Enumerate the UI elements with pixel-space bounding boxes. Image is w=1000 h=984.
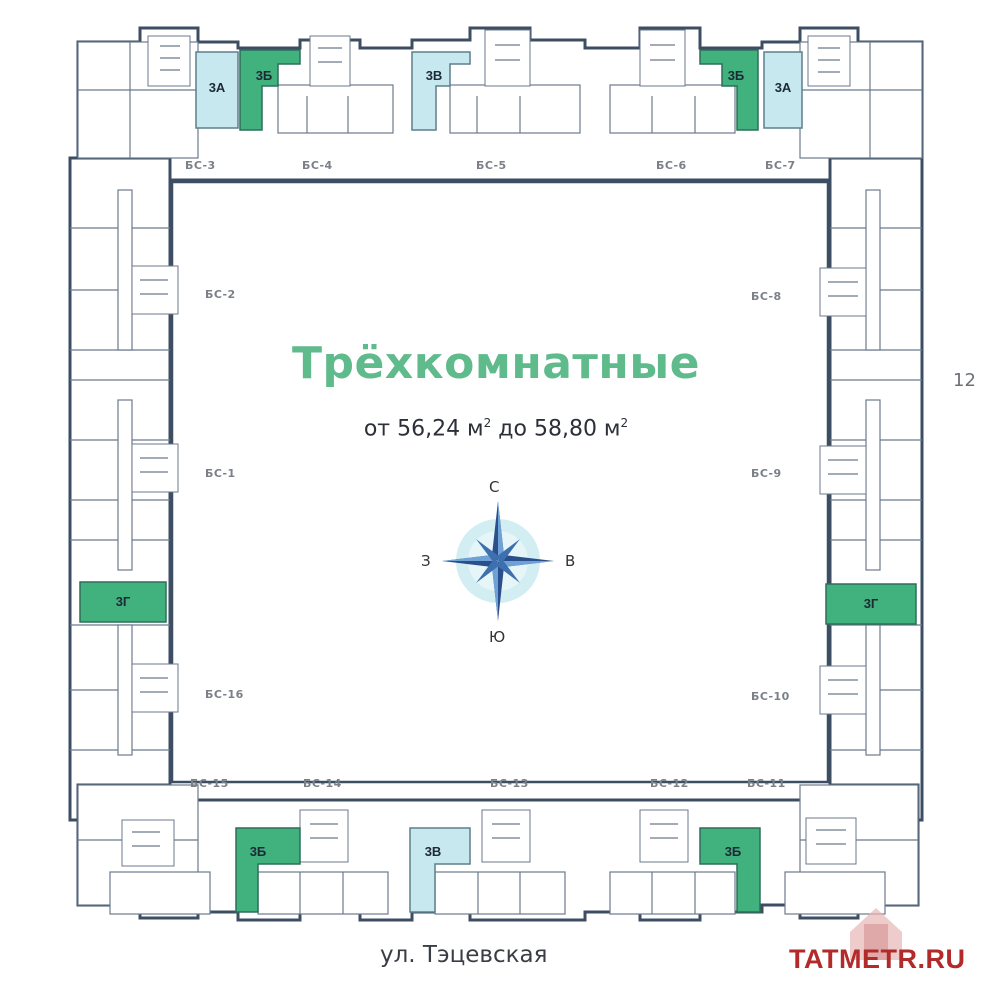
- section-label: БС-1: [205, 467, 236, 480]
- bottom-row-rooms: [77, 784, 919, 915]
- area-from: от 56,24 м: [363, 416, 484, 442]
- apartment-3v-top-5[interactable]: [411, 51, 471, 131]
- street-name: ул. Тэцевская: [380, 942, 548, 968]
- section-label: БС-4: [302, 159, 333, 172]
- apartment-3a-top-left[interactable]: [195, 51, 239, 129]
- unit-sup: 2: [620, 416, 629, 430]
- apartment-3b-bottom-12[interactable]: [699, 827, 761, 913]
- section-label: БС-7: [765, 159, 796, 172]
- apartment-3b-top-4[interactable]: [239, 49, 301, 131]
- apartment-label: 3В: [426, 68, 443, 83]
- page-number: 12: [953, 370, 976, 391]
- section-label: БС-9: [751, 467, 782, 480]
- apartment-label: 3В: [425, 844, 442, 859]
- apartment-label: 3А: [209, 80, 226, 95]
- compass-east: В: [565, 552, 576, 570]
- apartment-3v-bottom-13[interactable]: [409, 827, 471, 913]
- compass-west: З: [421, 552, 431, 570]
- watermark-house-icon: [850, 908, 902, 960]
- apartment-label: 3Г: [864, 596, 879, 611]
- apartment-label: 3Б: [250, 844, 267, 859]
- section-label: БС-13: [490, 777, 529, 790]
- compass-south: Ю: [489, 628, 506, 646]
- section-label: БС-11: [747, 777, 786, 790]
- section-label: БС-2: [205, 288, 236, 301]
- area-to: до 58,80 м: [491, 416, 621, 442]
- area-range: от 56,24 м2 до 58,80 м2: [0, 416, 996, 441]
- apartment-label: 3Б: [256, 68, 273, 83]
- apartment-3g-left[interactable]: [79, 581, 167, 623]
- right-column-rooms: [819, 189, 922, 756]
- page-title: Трёхкомнатные: [292, 338, 700, 389]
- section-label: БС-10: [751, 690, 790, 703]
- apartments: 3А 3Б 3В 3Б 3А 3Г 3Г 3Б 3В 3Б: [79, 49, 917, 913]
- section-label: БС-12: [650, 777, 689, 790]
- compass-north: С: [489, 478, 500, 496]
- left-column-rooms: [70, 189, 179, 756]
- apartment-3a-top-right[interactable]: [763, 51, 803, 129]
- apartment-label: 3Г: [116, 594, 131, 609]
- apartment-label: 3А: [775, 80, 792, 95]
- section-label: БС-6: [656, 159, 687, 172]
- apartment-3b-bottom-14[interactable]: [235, 827, 301, 913]
- apartment-3g-right[interactable]: [825, 583, 917, 625]
- section-label: БС-3: [185, 159, 216, 172]
- section-label: БС-8: [751, 290, 782, 303]
- unit-sup: 2: [483, 416, 492, 430]
- section-label: БС-14: [303, 777, 342, 790]
- section-labels: БС-3 БС-4 БС-5 БС-6 БС-7 БС-2 БС-8 БС-1 …: [185, 159, 796, 790]
- section-label: БС-15: [190, 777, 229, 790]
- compass-icon: [442, 501, 554, 621]
- section-label: БС-5: [476, 159, 507, 172]
- apartment-label: 3Б: [725, 844, 742, 859]
- apartment-3b-top-6[interactable]: [699, 49, 759, 131]
- section-label: БС-16: [205, 688, 244, 701]
- watermark: TATMETR.RU: [789, 944, 966, 974]
- apartment-label: 3Б: [728, 68, 745, 83]
- top-row-rooms: [77, 29, 923, 159]
